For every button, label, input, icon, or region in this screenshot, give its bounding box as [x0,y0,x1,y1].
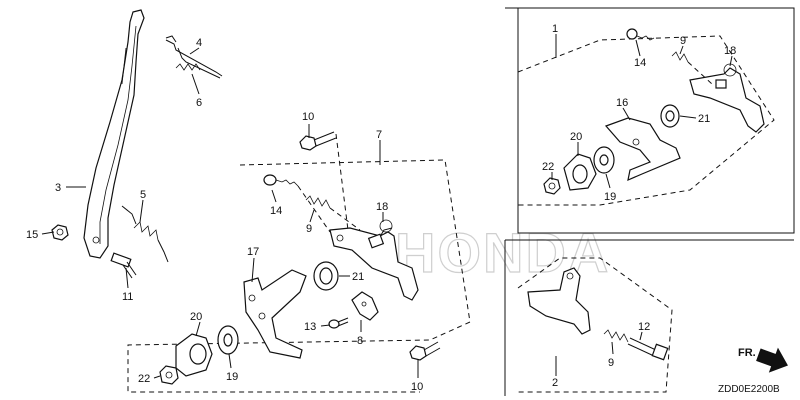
callout-21-inset: 21 [698,113,710,125]
cam-20 [175,333,213,377]
bolt-14-inset [626,28,655,41]
washer-21-inset [660,104,680,128]
callouts: 4 6 5 3 15 11 10 7 14 9 18 21 8 13 17 20… [26,23,736,393]
callout-22-inset: 22 [542,161,554,173]
callout-16: 16 [616,97,628,109]
callout-1: 1 [552,23,558,35]
callout-20-main: 20 [190,311,202,323]
callout-6: 6 [196,97,202,109]
callout-19-main: 19 [226,371,238,383]
inset-frame-top [505,7,795,234]
callout-18-main: 18 [376,201,388,213]
bracket-18 [329,219,419,301]
callout-8: 8 [357,335,363,347]
callout-15: 15 [26,229,38,241]
spring-9 [305,195,361,231]
nut-22 [159,365,179,385]
bolt-10-top [299,131,349,231]
clip-8 [351,291,379,321]
callout-7: 7 [376,129,382,141]
bolt-13 [328,317,349,329]
callout-12: 12 [638,321,650,333]
callout-2: 2 [552,377,558,389]
callout-9-main: 9 [306,223,312,235]
callout-22-main: 22 [138,373,150,385]
callout-14-main: 14 [270,205,282,217]
rod-4 [165,35,223,79]
control-lever [83,9,145,259]
bolt-10-bottom [409,341,441,361]
callout-10-top: 10 [302,111,314,123]
spring-5 [121,205,169,263]
washer-19 [217,325,239,355]
plate-17 [243,269,307,359]
callout-20-inset: 20 [570,131,582,143]
callout-17: 17 [247,246,259,258]
diagram-code: ZDD0E2200B [718,384,780,395]
leader-lines [41,34,733,379]
assembly-1-boundary [517,35,775,206]
bolt-14 [263,174,331,233]
callout-18-inset: 18 [724,45,736,57]
callout-19-inset: 19 [604,191,616,203]
front-direction-arrow [756,347,788,373]
bolt-12 [627,337,669,361]
callout-9-inset-2: 9 [608,357,614,369]
plate-16 [604,117,681,182]
callout-10-bottom: 10 [411,381,423,393]
spring-9-inset [671,51,713,85]
callout-13: 13 [304,321,316,333]
lever-bracket-2 [527,267,591,335]
washer-19-inset [593,146,615,174]
spring-9-inset-2 [603,329,629,343]
callout-3: 3 [55,182,61,194]
direction-label: FR. [738,347,756,359]
assembly-2-boundary [517,257,673,393]
cam-20-inset [563,153,597,191]
washer-21 [313,261,339,291]
callout-9-inset: 9 [680,35,686,47]
callout-11: 11 [122,291,133,303]
callout-21-main: 21 [352,271,364,283]
nut-22-inset [543,177,561,195]
callout-5: 5 [140,189,146,201]
inset-frames [504,7,795,396]
nut-15 [51,224,69,241]
spring-6 [175,63,201,71]
bolt-11 [110,252,137,279]
callout-4: 4 [196,37,202,49]
callout-14-inset: 14 [634,57,646,69]
